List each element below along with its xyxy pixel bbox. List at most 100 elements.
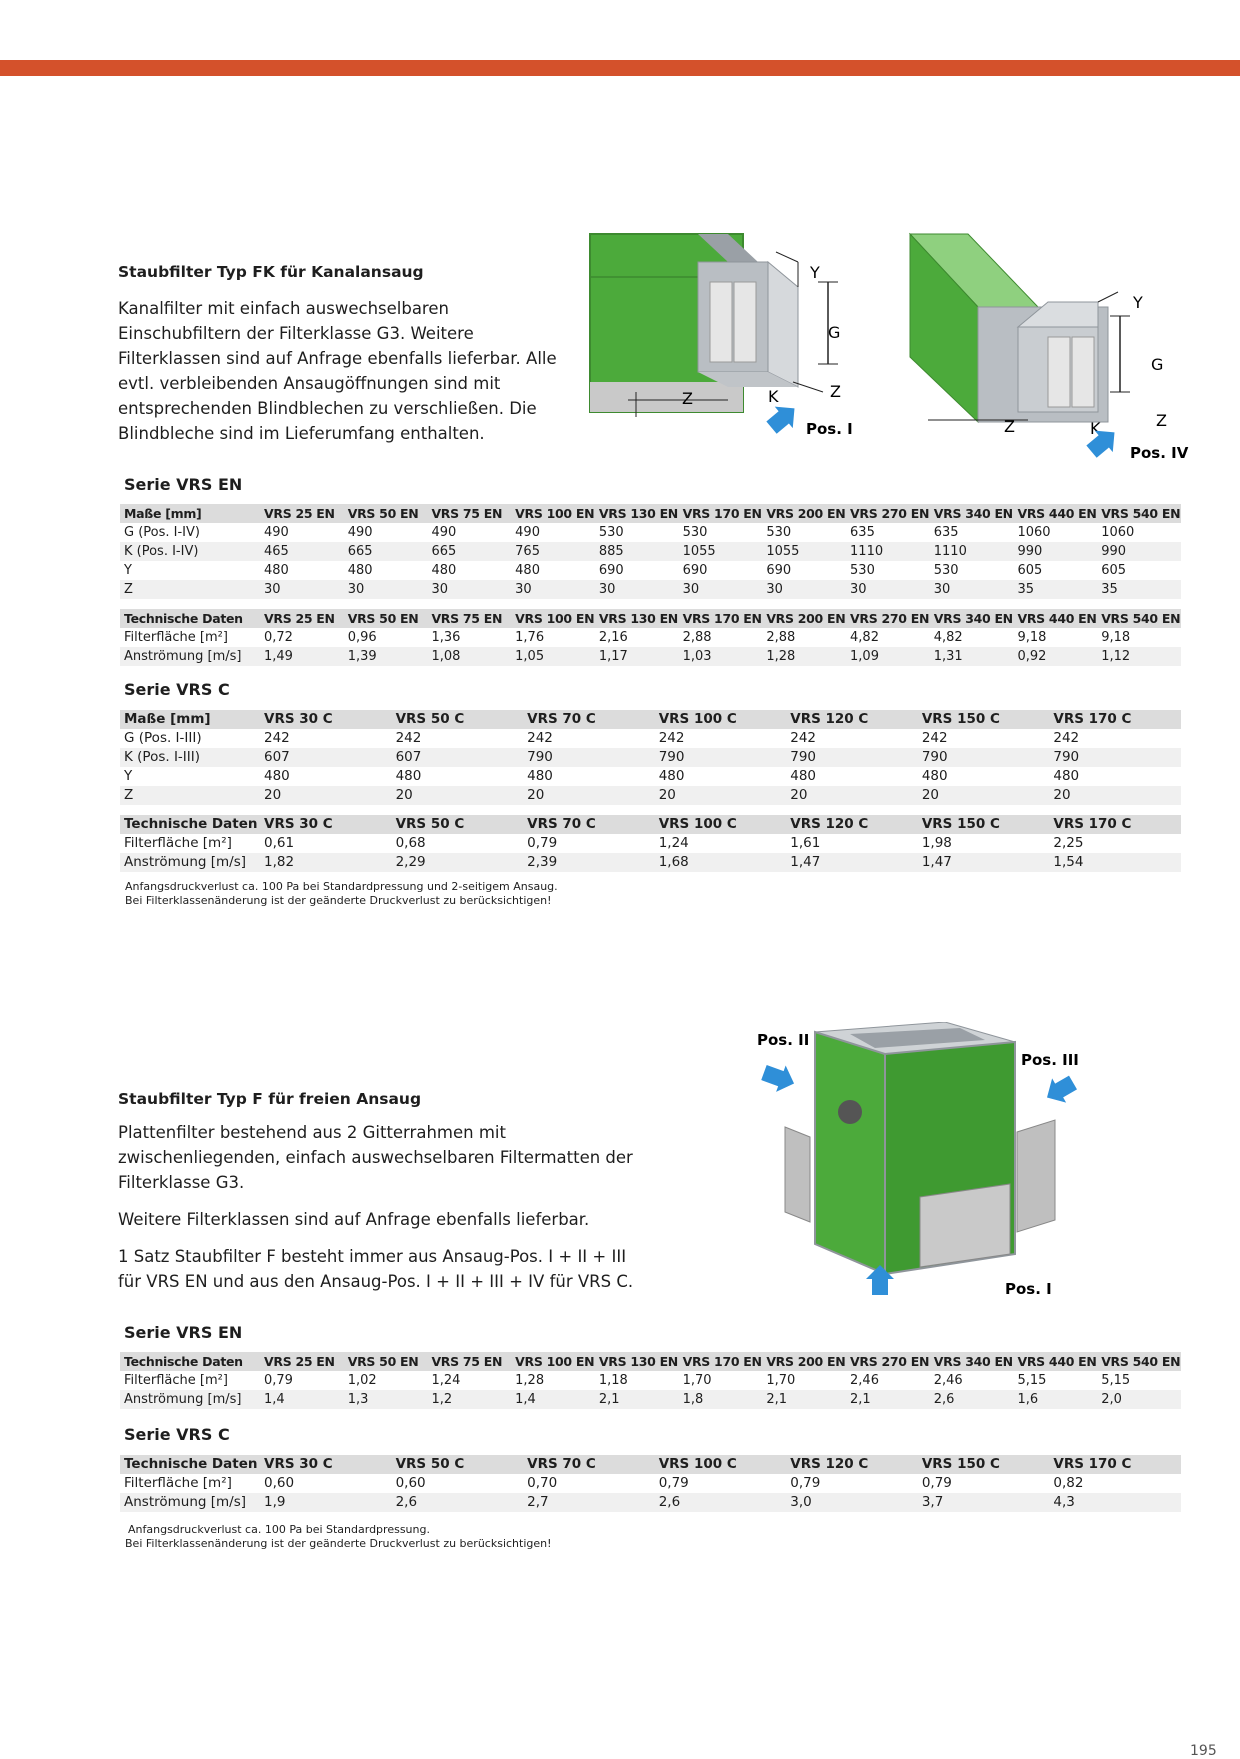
table-cell: 607 — [391, 748, 524, 767]
table-cell: 2,0 — [1097, 1390, 1181, 1409]
table-cell: 2,25 — [1053, 835, 1084, 851]
f-series-en-title: Serie VRS EN — [124, 1323, 243, 1342]
table-cell: 35 — [1097, 580, 1181, 599]
filter-panel-front — [919, 1183, 1011, 1268]
table-cell: Y — [124, 563, 132, 578]
table-cell: 30 — [762, 580, 847, 599]
table-cell: 242 — [921, 730, 948, 746]
table-cell: VRS 50 EN — [343, 609, 428, 628]
table-cell: 20 — [260, 786, 392, 805]
f-note-filterclass: Bei Filterklassenänderung ist der geände… — [125, 1537, 552, 1550]
table-cell: VRS 100 EN — [511, 504, 595, 523]
filter-panel-right — [1016, 1119, 1056, 1233]
fan-icon — [838, 1100, 862, 1124]
table-gap — [120, 599, 1181, 609]
table-cell: 885 — [594, 542, 679, 561]
table-cell: 5,15 — [1017, 1373, 1047, 1388]
table-cell: Anströmung [m/s] — [120, 647, 260, 666]
airflow-arrow-icon — [866, 1265, 894, 1295]
table-cell: VRS 440 EN — [1013, 504, 1098, 523]
table-cell: VRS 100 C — [654, 815, 787, 834]
table-cell: VRS 25 EN — [260, 1352, 344, 1371]
table-cell: VRS 150 C — [917, 815, 1050, 834]
table-cell: VRS 150 C — [917, 710, 1050, 729]
table-cell: 765 — [511, 542, 595, 561]
table-cell: 0,79 — [527, 835, 558, 851]
unit-base — [590, 382, 743, 412]
filter-box — [697, 261, 769, 373]
table-cell: 1,70 — [766, 1373, 796, 1388]
dim-label-k: K — [768, 387, 779, 406]
table-cell: 0,61 — [264, 835, 295, 851]
table-cell: 30 — [511, 580, 595, 599]
pos2-label: Pos. II — [757, 1031, 809, 1049]
table-cell: 530 — [682, 525, 708, 540]
table-cell: VRS 200 EN — [762, 609, 847, 628]
table-cell: VRS 340 EN — [929, 504, 1014, 523]
fk-pos4-diagram: Y G Z K Z Pos. IV — [908, 232, 1189, 462]
table-cell: 1,17 — [594, 647, 679, 666]
table-cell: 530 — [766, 525, 792, 540]
dim-label-z2: Z — [1156, 411, 1167, 430]
table-cell: 30 — [929, 580, 1014, 599]
table-cell: VRS 70 C — [523, 815, 655, 834]
table-cell: VRS 100 EN — [511, 1352, 595, 1371]
dim-label-y: Y — [809, 263, 820, 282]
table-cell: 3,7 — [917, 1493, 1050, 1512]
table-cell: 30 — [427, 580, 512, 599]
table-cell: VRS 120 C — [786, 815, 918, 834]
table-cell: 20 — [391, 786, 524, 805]
table-cell: 2,88 — [766, 630, 796, 645]
table-cell: VRS 170 C — [1049, 1455, 1181, 1474]
table-cell: Filterfläche [m²] — [124, 630, 228, 645]
table-cell: 480 — [790, 768, 817, 784]
table-cell: 20 — [654, 786, 787, 805]
table-cell: 490 — [347, 525, 373, 540]
filter-panel-left — [784, 1126, 811, 1223]
table-cell: 4,3 — [1049, 1493, 1181, 1512]
airflow-arrow-icon — [766, 406, 795, 434]
table-cell: 242 — [395, 730, 422, 746]
table-cell: 9,18 — [1017, 630, 1047, 645]
table-cell: 480 — [921, 768, 948, 784]
table-cell: 1,70 — [682, 1373, 712, 1388]
table-cell: 242 — [1053, 730, 1080, 746]
fk-pos1-diagram: Y G Z K Z Pos. I — [589, 233, 853, 438]
table-cell: 0,60 — [395, 1475, 426, 1491]
table-cell: 1,4 — [511, 1390, 595, 1409]
table-cell: 1,49 — [260, 647, 344, 666]
table-cell: 2,46 — [850, 1373, 879, 1388]
table-cell: VRS 540 EN — [1097, 609, 1181, 628]
filter-cartridge — [1047, 336, 1071, 408]
table-cell: Technische Daten — [120, 609, 260, 628]
fk-series-c-title: Serie VRS C — [124, 680, 230, 699]
table-cell: Anströmung [m/s] — [120, 853, 260, 872]
table-cell: 2,1 — [846, 1390, 930, 1409]
table-cell: VRS 100 C — [654, 710, 787, 729]
table-cell: VRS 440 EN — [1013, 609, 1098, 628]
table-cell: 990 — [1013, 542, 1098, 561]
table-cell: Filterfläche [m²] — [124, 1475, 232, 1491]
table-cell: 1,08 — [427, 647, 512, 666]
f-series-c-title: Serie VRS C — [124, 1425, 230, 1444]
dim-label-y: Y — [1132, 293, 1143, 312]
table-cell: VRS 100 C — [654, 1455, 787, 1474]
table-cell: 1,28 — [515, 1373, 545, 1388]
table-cell: VRS 170 EN — [678, 609, 763, 628]
table-cell: 242 — [264, 730, 290, 746]
table-cell: 1,24 — [658, 835, 689, 851]
dim-label-z: Z — [1004, 417, 1015, 436]
table-cell: 20 — [523, 786, 655, 805]
table-cell: 1,3 — [343, 1390, 428, 1409]
table-cell: 480 — [658, 768, 685, 784]
table-cell: Technische Daten — [120, 815, 260, 834]
f-unit-diagram: Pos. II Pos. III Pos. I — [757, 1022, 1079, 1298]
fk-note-pressure: Anfangsdruckverlust ca. 100 Pa bei Stand… — [125, 880, 558, 893]
table-cell: 1,47 — [917, 853, 1050, 872]
